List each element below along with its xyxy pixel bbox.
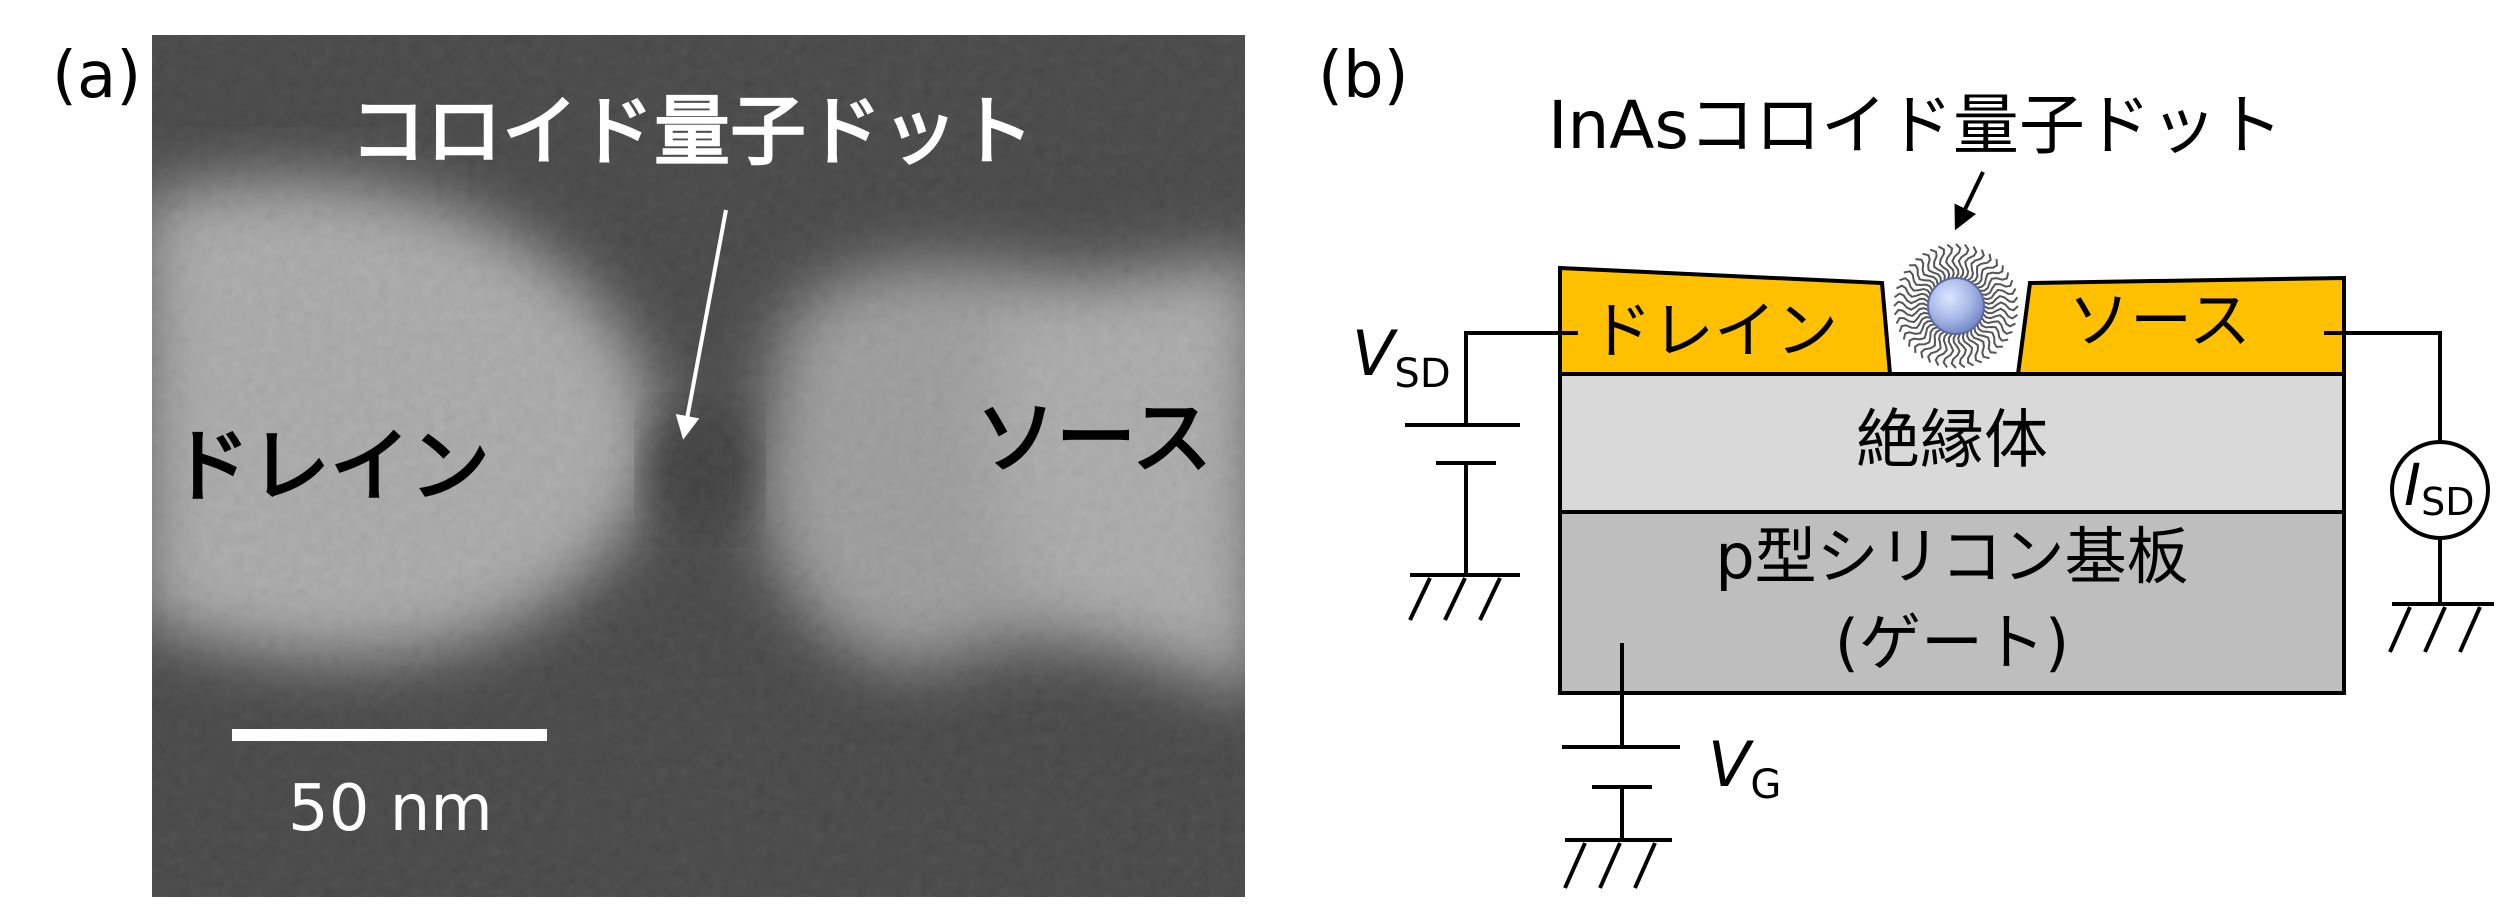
ligand-strand: [1970, 253, 1992, 284]
micrograph: [152, 35, 1245, 897]
ligand-strand: [1983, 301, 2019, 312]
panel-b-tag: (b): [1318, 39, 1409, 113]
ligand-strand: [1909, 264, 1936, 289]
ligand-strand: [1973, 326, 1997, 354]
ligand-strand: [1951, 243, 1962, 279]
drain-label: ドレイン: [1590, 294, 1838, 367]
panel-a-tag: (a): [52, 39, 141, 113]
scale-label: 50 nm: [288, 772, 493, 846]
isd-label: ISD: [2404, 451, 2475, 524]
ligand-strand: [1944, 243, 1955, 279]
isd-circuit: [2324, 331, 2494, 653]
gate-label: (ゲート): [1835, 606, 2069, 679]
ligand-strand: [1895, 311, 1930, 324]
ligand-strand: [1981, 279, 2014, 296]
ligand-strand: [1983, 294, 2019, 305]
ligand-strand: [1934, 332, 1949, 366]
ligand-strand: [1914, 326, 1939, 353]
ligand-strand: [1979, 272, 2010, 292]
schematic-dot-label: InAsコロイド量子ドット: [1548, 87, 2283, 164]
vg-circuit: [1562, 643, 1680, 889]
ligand-strand: [1976, 323, 2003, 348]
micro-dot-label: コロイド量子ドット: [350, 87, 1034, 176]
ligand-strand: [1938, 245, 1951, 280]
micro-source-label: ソース: [976, 392, 1212, 485]
substrate-label: p型シリコン基板: [1715, 520, 2188, 593]
ligand-strand: [1896, 284, 1930, 299]
ligand-strand: [1899, 277, 1932, 295]
ligand-strand: [1929, 248, 1946, 281]
ligand-strand: [1903, 270, 1934, 292]
ligand-strand: [1922, 252, 1942, 283]
source-electrode: [2015, 275, 2346, 376]
vsd-circuit: [1405, 331, 1578, 621]
ligand-strand: [1957, 244, 1970, 279]
ligand-strand: [1980, 317, 2013, 335]
micro-dot-arrow: [675, 209, 728, 440]
ligand-strand: [1978, 320, 2009, 342]
ligand-strand: [1908, 323, 1936, 347]
quantum-dot: [1893, 243, 2019, 369]
ligand-strand: [1983, 307, 2018, 320]
drain-electrode: [1558, 265, 1893, 376]
ligand-strand: [1963, 246, 1978, 280]
ligand-strand: [1970, 329, 1990, 360]
ligand-strand: [1893, 300, 1929, 311]
ligand-strand: [1976, 265, 2004, 289]
ligand-strand: [1893, 307, 1929, 318]
ligand-strand: [1982, 313, 2016, 328]
ligand-strand: [1894, 292, 1929, 305]
ligand-strand: [1915, 258, 1939, 286]
ligand-strand: [1927, 330, 1945, 363]
insulator-label: 絶縁体: [1856, 404, 2048, 478]
ligand-strand: [1902, 320, 1933, 340]
ligand-strand: [1966, 331, 1983, 364]
ligand-strand: [1942, 333, 1955, 368]
scale-bar: [232, 729, 547, 741]
insulator-layer: [1558, 372, 2346, 514]
source-label: ソース: [2068, 284, 2251, 357]
schematic-dot-arrow: [1954, 171, 1985, 231]
micro-drain-label: ドレイン: [170, 420, 490, 513]
ligand-strand: [1973, 259, 1998, 286]
vg-label: VG: [1708, 728, 1781, 808]
ligand-strand: [1898, 316, 1931, 333]
ligand-strand: [1982, 288, 2017, 301]
ligand-strand: [1957, 333, 1968, 369]
ligand-strand: [1967, 249, 1985, 282]
vsd-label: VSD: [1352, 317, 1451, 397]
ligand-strand: [1961, 332, 1974, 367]
ligand-strand: [1950, 333, 1961, 369]
ligand-strand: [1920, 328, 1942, 359]
